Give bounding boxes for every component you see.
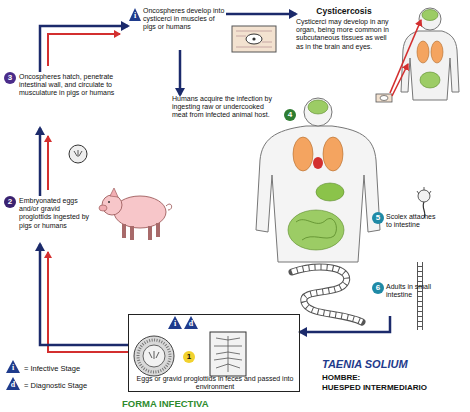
host-note: HUESPED INTERMEDIARIO [322,383,427,393]
pig-eye [108,201,110,203]
egg-shell [134,336,174,376]
cysticercus-scolex [252,37,255,40]
legend-sample [6,377,20,390]
lung [293,137,313,171]
cycle-arrow [300,316,390,332]
human-head [304,98,332,126]
stage-icon-letter: i [129,11,141,21]
infective-icon [129,8,141,21]
route-arrow [48,34,120,66]
stage-heading: Cysticercosis [296,6,392,16]
spread-arrow [392,64,408,96]
cysticercus [380,96,388,101]
adult-worm [292,267,362,322]
stage-text: 3Oncospheres hatch, penetrate intestinal… [4,72,122,128]
diagram-title: TAENIA SOLIUM [322,358,408,371]
stage-text: 5Scolex attaches to intestine [372,212,440,250]
stomach [316,183,344,201]
stage-text: Oncospheres develop into cysticerci in m… [128,6,226,50]
worm-segments [292,267,362,322]
cycle-arrow [40,244,128,345]
intestine [420,72,440,88]
stage-description: Humans acquire the infection by ingestin… [172,95,280,120]
stage-description: Eggs or gravid proglottids in feces and … [133,375,297,391]
uterus-branches [214,336,242,372]
scolex [418,190,430,202]
adult-worm [417,262,423,330]
lung [417,41,429,63]
legend-sample [6,360,20,373]
pig-snout [99,205,107,211]
legend-icon-letter: d [7,380,19,390]
intestine-coils [296,219,336,240]
stage-box: 1Eggs or gravid proglottids in feces and… [128,314,300,392]
lung [431,41,443,63]
stage-description: Oncospheres hatch, penetrate intestinal … [19,73,122,98]
stage-description: Scolex attaches to intestine [386,213,440,229]
callout-number: 2 [4,196,16,208]
cycle-arrow [226,13,296,16]
route-arrow [47,136,49,190]
stage-description: Oncospheres develop into cysticerci in m… [143,7,226,32]
host-note: HOMBRE: [322,373,360,383]
stage-text: 6Adults in small intestine [372,282,440,316]
muscle-tissue [232,26,276,52]
callout-number: 5 [372,212,384,224]
brain [422,10,438,21]
callout-number: 1 [183,351,195,363]
brain [308,100,328,114]
worm-segments [418,262,422,330]
oncosphere-hooks [149,351,159,359]
oncosphere-hooks [74,150,82,157]
gravid-proglottid [210,332,246,376]
small-intestine [288,210,344,250]
legend-text: = Infective Stage [24,364,80,373]
oncosphere [69,145,87,163]
scolex-hooks [417,187,431,194]
stage-description: Embryonated eggs and/or gravid proglotti… [19,197,94,230]
pig-ear [110,188,118,197]
stage-icon-letter: d [185,319,197,329]
diagnostic-icon [184,316,198,329]
legend-text: = Diagnostic Stage [24,381,87,390]
heart [313,157,323,169]
stage-text: 4 Humans acquire the infection by ingesti… [172,95,298,139]
oncosphere [143,345,165,367]
cycle-arrow [40,26,128,72]
cysticercus-icon [376,94,392,102]
cysticercus [246,34,262,44]
stage-icon-letter: i [169,319,181,329]
stage-text: 2Embryonated eggs and/or gravid proglott… [4,196,94,244]
human-body [401,31,459,100]
pig-legs [124,223,158,240]
legend-icon-letter: i [7,363,19,373]
human-body [256,126,380,262]
lung [323,137,343,171]
callout-number: 6 [372,282,384,294]
infective-icon [168,316,182,329]
stage-description: Adults in small intestine [386,283,440,299]
stage-description: Cysticerci may develop in any organ, bei… [296,18,392,51]
callout-number: 3 [4,72,16,84]
cycle-arrow [39,128,42,196]
route-arrow [48,252,128,352]
infective-form-note: FORMA INFECTIVA [122,398,209,409]
stage-text: CysticercosisCysticerci may develop in a… [296,6,392,90]
muscle-fibers [236,31,272,47]
cycle-arrow [179,50,182,95]
human-head [419,8,441,30]
egg-striations [138,340,170,372]
callout-number: 4 [284,109,296,121]
pig-tail [166,204,172,210]
spread-arrow [390,20,421,93]
